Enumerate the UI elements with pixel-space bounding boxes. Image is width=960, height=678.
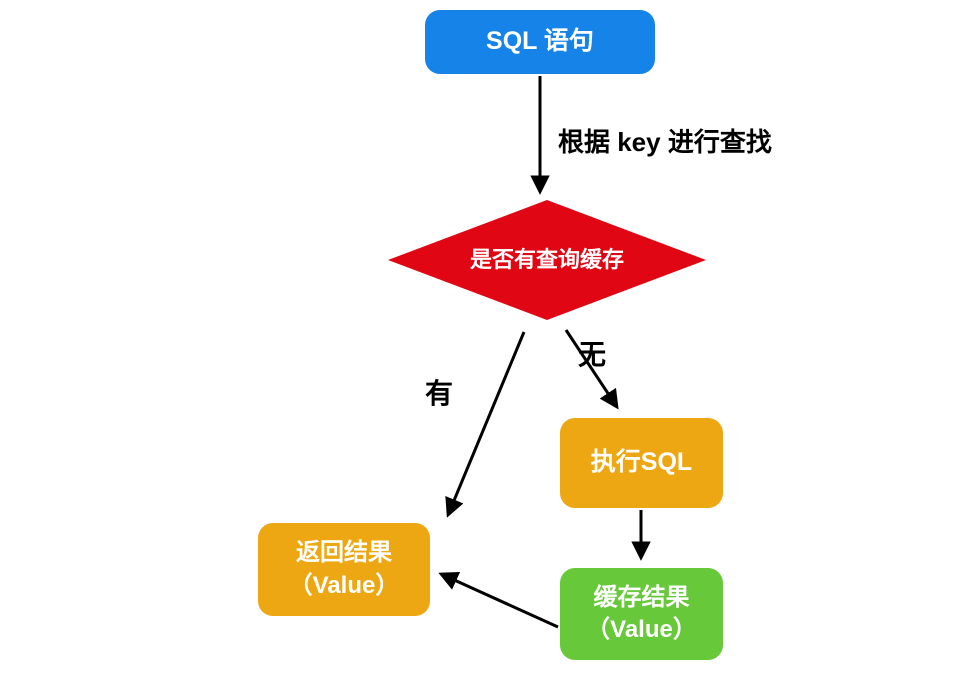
node-execute-sql-label: 执行SQL [590, 448, 693, 477]
node-cache-check-diamond: 是否有查询缓存 [388, 200, 706, 320]
node-return-result-label-line2: （Value） [288, 571, 400, 599]
node-return-result: 返回结果 （Value） [258, 523, 430, 616]
edge-label-has-cache: 有 [425, 378, 454, 409]
node-cache-result: 缓存结果 （Value） [560, 568, 723, 660]
node-sql-statement-label: SQL 语句 [486, 27, 594, 56]
node-sql-statement: SQL 语句 [425, 10, 655, 74]
node-cache-result-label-line2: （Value） [586, 616, 697, 643]
node-return-result-label-line1: 返回结果 [296, 539, 392, 567]
node-execute-sql: 执行SQL [560, 418, 723, 508]
node-cache-check-label: 是否有查询缓存 [469, 247, 624, 273]
edge-label-no-cache: 无 [578, 339, 607, 370]
node-cache-result-label-line1: 缓存结果 [593, 583, 690, 611]
edge-cache-result-to-return-result [438, 571, 559, 629]
edge-label-key-lookup: 根据 key 进行查找 [558, 127, 772, 157]
edge-diamond-to-return-result [445, 331, 526, 518]
